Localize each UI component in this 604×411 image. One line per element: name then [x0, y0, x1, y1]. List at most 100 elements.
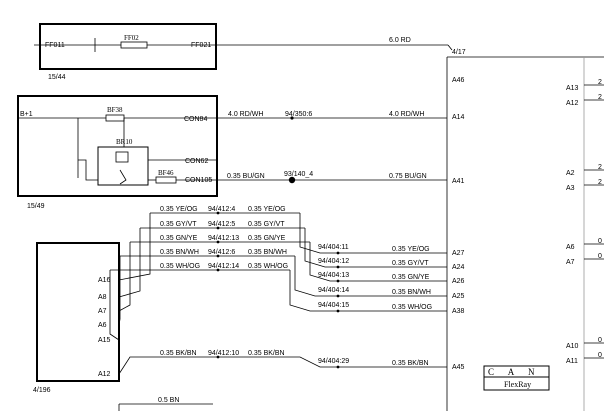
bus-row-1-left-label: 0.35 YE/OG — [160, 206, 198, 213]
bus-row-5-left-label: 0.35 WH/OG — [160, 263, 200, 270]
module-pin-a14: A14 — [452, 114, 465, 121]
bus-row-3-splice: 94/412:13 — [208, 235, 239, 242]
bus-row-3-splice-dot — [216, 240, 220, 244]
module-pin-a26: A26 — [452, 278, 465, 285]
bus-row-4-right-label: 0.35 BN/WH — [248, 249, 287, 256]
wire-con84-label: 4.0 RD/WH — [228, 111, 263, 118]
bus-row-3-right-label: 0.35 GN/YE — [248, 235, 286, 242]
bus-row-2-splice: 94/412:5 — [208, 221, 235, 228]
fuse-box-ff02 — [39, 23, 217, 70]
bottom-wire-label: 0.5 BN — [158, 397, 179, 404]
module-pin-a10: A10 — [566, 343, 579, 350]
bus-row-1-splice: 94/412:4 — [208, 206, 235, 213]
bk-row-right-label: 0.35 BK/BN — [248, 350, 285, 357]
module-pin-a10-mark: 0 — [598, 337, 602, 344]
module-pin-a11: A11 — [566, 358, 578, 365]
module-pin-a13: A13 — [566, 85, 579, 92]
splice-94-350-6: 94/350:6 — [285, 111, 312, 118]
module-pin-a12: A12 — [566, 100, 579, 107]
module-pin-a7: A7 — [566, 259, 575, 266]
splice-dot-93-140 — [288, 176, 296, 184]
right-row-2-label: 0.35 GY/VT — [392, 260, 429, 267]
bk-row-wire — [118, 356, 447, 375]
bus-row-5-to-module — [289, 270, 447, 312]
right-row-5-splice-dot — [336, 309, 340, 313]
connector-pin-a12: A12 — [98, 371, 111, 378]
splice-93-140-4: 93/140_4 — [284, 171, 313, 178]
bus-row-5-drop — [109, 270, 120, 341]
fuse-bf46-symbol — [155, 176, 177, 184]
bus-row-4-to-module — [294, 256, 447, 297]
relay-coil-lead — [78, 159, 98, 181]
pin-con105: CON105 — [185, 177, 212, 184]
bus-row-2-splice-dot — [216, 226, 220, 230]
bus-row-1-drop — [118, 213, 151, 281]
relay-contact — [119, 169, 127, 185]
relay-box-br10 — [17, 95, 218, 197]
wire-con105-label: 0.35 BU/GN — [227, 173, 265, 180]
bus-row-3-to-module — [309, 242, 447, 282]
right-row-3-label: 0.35 GN/YE — [392, 274, 430, 281]
module-pin-a7-mark: 0 — [598, 253, 602, 260]
bus-row-2-right-label: 0.35 GY/VT — [248, 221, 285, 228]
box2-ref: 15/49 — [27, 203, 45, 210]
fuse-bf46-label: BF46 — [158, 169, 174, 177]
bk-row-splice-dot — [216, 355, 220, 359]
module-pin-a2: A2 — [566, 170, 575, 177]
pin-ff011: FF011 — [45, 42, 65, 49]
right-row-1-splice-dot — [336, 251, 340, 255]
bus-row-1-right-label: 0.35 YE/OG — [248, 206, 286, 213]
right-row-2-splice-dot — [336, 265, 340, 269]
module-pin-a24: A24 — [452, 264, 465, 271]
module-pin-a11-mark: 0 — [598, 352, 602, 359]
fuse-bf38-label: BF38 — [107, 106, 123, 114]
module-pin-a6: A6 — [566, 244, 575, 251]
bus-wiring: 0.35 YE/OG 94/412:4 0.35 YE/OG 0.35 GY/VT 94… — [109, 206, 447, 375]
module-ref: 4/17 — [452, 49, 466, 56]
connector-pin-a6: A6 — [98, 322, 107, 329]
relay-br10-body — [97, 146, 149, 186]
fuse-bf38-symbol — [105, 114, 125, 122]
module-pin-a12-mark: 2 — [598, 94, 602, 101]
connector-pin-a8: A8 — [98, 294, 107, 301]
bus-row-4-drop — [118, 256, 121, 326]
module-pin-a38: A38 — [452, 308, 465, 315]
bus-row-3-left-label: 0.35 GN/YE — [160, 235, 198, 242]
box1-ref: 15/44 — [48, 74, 66, 81]
relay-br10-label: BR10 — [116, 138, 133, 146]
bus-row-5-splice: 94/412:14 — [208, 263, 239, 270]
module-pin-a25: A25 — [452, 293, 465, 300]
flexray-label-box — [483, 376, 550, 391]
bus-row-1-splice-dot — [216, 211, 220, 215]
right-row-4-splice: 94/404:14 — [318, 287, 349, 294]
module-pin-a6-mark: 0 — [598, 238, 602, 245]
module-pin-a45: A45 — [452, 364, 465, 371]
right-row-2-splice: 94/404:12 — [318, 258, 349, 265]
connector-pin-a16: A16 — [98, 277, 111, 284]
module-pin-a3: A3 — [566, 185, 575, 192]
module-pin-a3-mark: 2 — [598, 179, 602, 186]
wire-ff021-bend — [447, 44, 453, 51]
connector-ref: 4/196 — [33, 387, 51, 394]
bk-row-left-label: 0.35 BK/BN — [160, 350, 197, 357]
module-pin-a13-mark: 2 — [598, 79, 602, 86]
fuse-ff02-label: FF02 — [124, 34, 139, 42]
right-row-1-label: 0.35 YE/OG — [392, 246, 430, 253]
can-label: C A N — [488, 367, 541, 377]
module-pin-a2-mark: 2 — [598, 164, 602, 171]
pin-con62: CON62 — [185, 158, 208, 165]
relay-coil — [115, 151, 129, 163]
right-row-4-splice-dot — [336, 294, 340, 298]
splice-dot-94-350 — [290, 116, 294, 120]
module-pin-a46: A46 — [452, 77, 465, 84]
fuse-ff02-symbol — [120, 41, 148, 49]
right-row-6-splice: 94/404:29 — [318, 358, 349, 365]
bus-row-5-right-label: 0.35 WH/OG — [248, 263, 288, 270]
right-row-4-label: 0.35 BN/WH — [392, 289, 431, 296]
wire-a41-label: 0.75 BU/GN — [389, 173, 427, 180]
pin-con84: CON84 — [184, 116, 207, 123]
